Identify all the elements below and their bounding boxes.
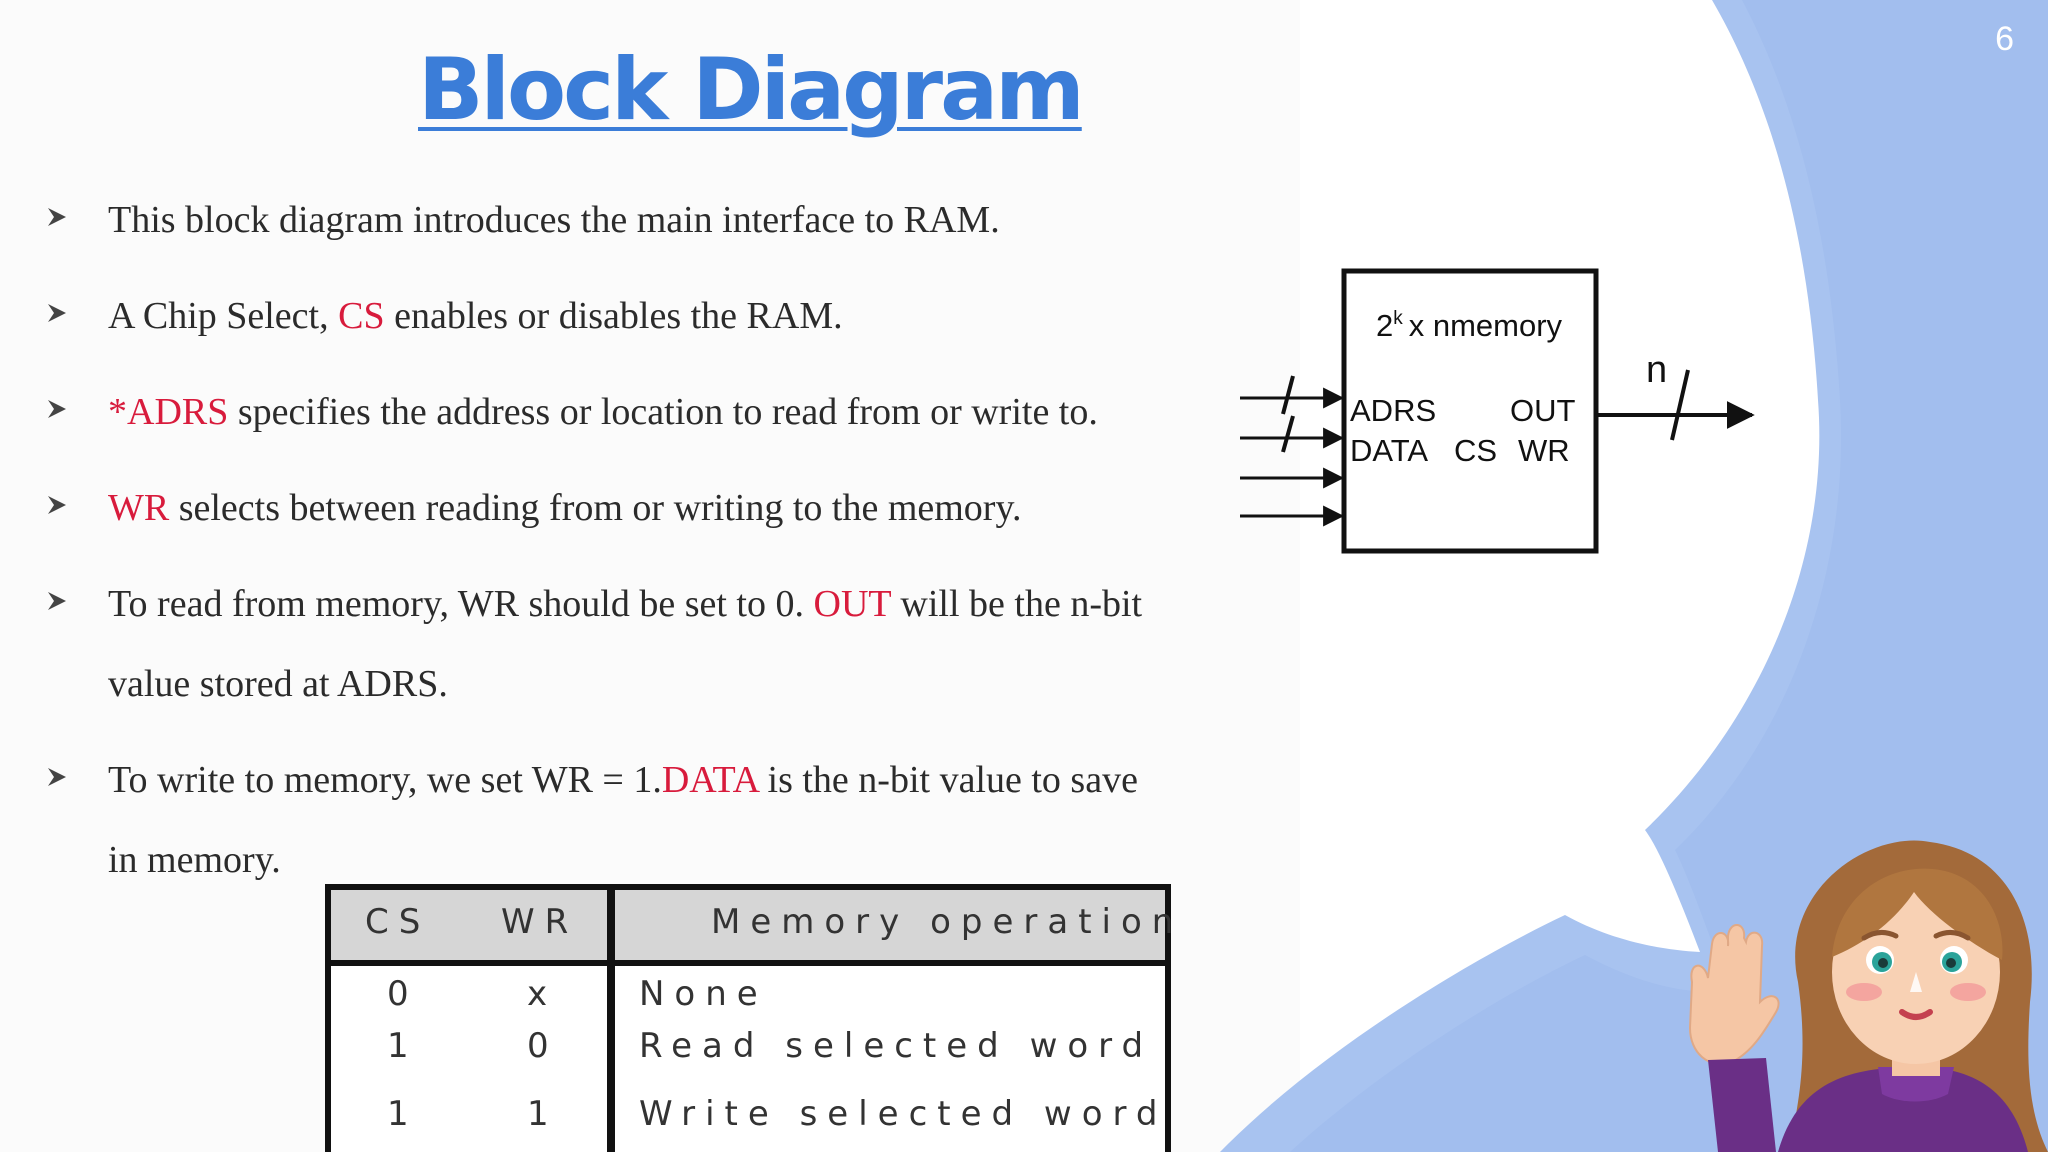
memory-operation-table: CS WR Memory operation 0 x None 1 0 Read…	[325, 884, 1173, 1152]
highlighted-term: CS	[338, 295, 385, 337]
highlighted-term: *ADRS	[108, 391, 229, 433]
bullet-text-run: To write to memory, we set WR = 1.	[108, 759, 662, 801]
out-width-label: n	[1646, 349, 1667, 391]
row-2-op: Write selected word	[639, 1094, 1168, 1134]
highlighted-term: WR	[108, 487, 170, 529]
bullet-text-run: This block diagram introduces the main i…	[108, 199, 1000, 241]
bullet-arrow-icon	[48, 496, 66, 514]
table-column-divider	[607, 890, 615, 1152]
port-data-label: DATA	[1350, 433, 1428, 468]
row-1-op: Read selected word	[639, 1026, 1154, 1066]
bullet-text: *ADRS specifies the address or location …	[108, 392, 1098, 432]
bullet-arrow-icon	[48, 768, 66, 786]
slide-title: Block Diagram	[418, 40, 1085, 140]
row-0-wr: x	[527, 974, 558, 1014]
bullet-text-run: is the n-bit value to save	[758, 759, 1138, 801]
bullet-text-run: enables or disables the RAM.	[384, 295, 843, 337]
port-out-label: OUT	[1510, 393, 1576, 428]
row-0-cs: 0	[387, 974, 419, 1014]
highlighted-term: OUT	[813, 583, 891, 625]
bullet-text: A Chip Select, CS enables or disables th…	[108, 296, 843, 336]
data-bus-slash	[1281, 415, 1295, 453]
port-adrs-label: ADRS	[1350, 393, 1436, 428]
row-2-wr: 1	[527, 1094, 559, 1134]
bullet-text: To read from memory, WR should be set to…	[108, 584, 1142, 624]
page-number: 6	[1995, 20, 2014, 58]
bullet-text-run: will be the n-bit	[890, 583, 1143, 625]
bullet-text: To write to memory, we set WR = 1.DATA i…	[108, 760, 1138, 800]
row-1-cs: 1	[387, 1026, 419, 1066]
out-bus-slash	[1670, 369, 1690, 441]
bullet-arrow-icon	[48, 592, 66, 610]
port-wr-label: WR	[1518, 433, 1570, 468]
bullet-continuation: value stored at ADRS.	[108, 663, 448, 705]
row-0-op: None	[639, 974, 768, 1014]
bullet-text: WR selects between reading from or writi…	[108, 488, 1022, 528]
header-cs: CS	[365, 902, 431, 942]
bullet-arrow-icon	[48, 400, 66, 418]
port-cs-label: CS	[1454, 433, 1497, 468]
bullet-text: This block diagram introduces the main i…	[108, 200, 1000, 240]
row-2-cs: 1	[387, 1094, 419, 1134]
row-1-wr: 0	[527, 1026, 559, 1066]
bullet-arrow-icon	[48, 304, 66, 322]
bullet-text-run: To read from memory, WR should be set to…	[108, 583, 814, 625]
bullet-continuation: in memory.	[108, 839, 281, 881]
bullet-text-run: A Chip Select,	[108, 295, 339, 337]
memory-block	[1341, 268, 1599, 554]
highlighted-term: DATA	[661, 759, 759, 801]
header-wr: WR	[501, 902, 579, 942]
waving-girl-illustration	[1688, 840, 2048, 1152]
bullet-text-run: specifies the address or location to rea…	[228, 391, 1098, 433]
header-memory-operation: Memory operation	[711, 902, 1184, 942]
bullet-arrow-icon	[48, 208, 66, 226]
bullet-text-run: selects between reading from or writing …	[169, 487, 1022, 529]
table-header-row	[331, 890, 1165, 966]
adrs-bus-slash	[1281, 375, 1295, 415]
